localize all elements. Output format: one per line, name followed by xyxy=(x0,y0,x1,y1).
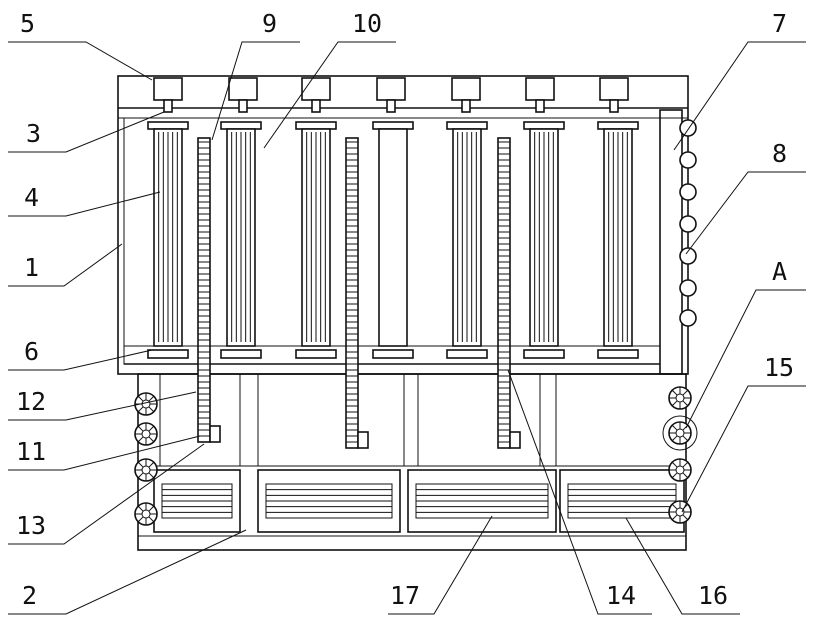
motor-7 xyxy=(600,78,628,100)
motor-5 xyxy=(452,78,480,100)
roller-bottom-cap-3 xyxy=(296,350,336,358)
roller-top-cap-7 xyxy=(598,122,638,129)
roller-bottom-cap-2 xyxy=(221,350,261,358)
label-1: 1 xyxy=(24,253,39,282)
roller-bottom-cap-5 xyxy=(447,350,487,358)
leader-5 xyxy=(8,42,152,80)
label-8: 8 xyxy=(772,139,787,168)
motor-2 xyxy=(229,78,257,100)
roller-4 xyxy=(379,129,407,346)
label-14: 14 xyxy=(606,581,636,610)
motor-shaft-4 xyxy=(387,100,395,112)
roller-top-cap-2 xyxy=(221,122,261,129)
motor-6 xyxy=(526,78,554,100)
roller-top-cap-6 xyxy=(524,122,564,129)
motor-shaft-6 xyxy=(536,100,544,112)
label-4: 4 xyxy=(24,183,39,212)
leader-15 xyxy=(682,386,806,512)
rack-nut-1 xyxy=(210,426,220,442)
label-11: 11 xyxy=(16,437,46,466)
motor-1 xyxy=(154,78,182,100)
rollers xyxy=(148,122,638,358)
label-5: 5 xyxy=(20,9,35,38)
side-strip xyxy=(660,110,682,374)
side-ball-4 xyxy=(680,216,696,232)
label-17: 17 xyxy=(390,581,420,610)
roller-top-cap-4 xyxy=(373,122,413,129)
label-15: 15 xyxy=(764,353,794,382)
motors xyxy=(154,78,628,112)
motor-shaft-2 xyxy=(239,100,247,112)
motor-shaft-5 xyxy=(462,100,470,112)
roller-bottom-cap-7 xyxy=(598,350,638,358)
label-13: 13 xyxy=(16,511,46,540)
motor-shaft-7 xyxy=(610,100,618,112)
label-3: 3 xyxy=(26,119,41,148)
side-ball-1 xyxy=(680,120,696,136)
roller-bottom-cap-6 xyxy=(524,350,564,358)
rack-nut-2 xyxy=(358,432,368,448)
roller-top-cap-5 xyxy=(447,122,487,129)
motor-3 xyxy=(302,78,330,100)
side-ball-5 xyxy=(680,248,696,264)
leader-8 xyxy=(686,172,806,254)
label-6: 6 xyxy=(24,337,39,366)
motor-shaft-3 xyxy=(312,100,320,112)
side-ball-6 xyxy=(680,280,696,296)
label-a: A xyxy=(772,257,787,286)
side-ball-7 xyxy=(680,310,696,326)
side-ball-3 xyxy=(680,184,696,200)
roller-bottom-cap-4 xyxy=(373,350,413,358)
side-ball-2 xyxy=(680,152,696,168)
label-9: 9 xyxy=(262,9,277,38)
label-12: 12 xyxy=(16,387,46,416)
rack-nut-3 xyxy=(510,432,520,448)
leader-2 xyxy=(8,530,246,614)
motor-shaft-1 xyxy=(164,100,172,112)
label-16: 16 xyxy=(698,581,728,610)
roller-top-cap-3 xyxy=(296,122,336,129)
label-2: 2 xyxy=(22,581,37,610)
roller-bottom-cap-1 xyxy=(148,350,188,358)
motor-4 xyxy=(377,78,405,100)
roller-top-cap-1 xyxy=(148,122,188,129)
label-10: 10 xyxy=(352,9,382,38)
label-7: 7 xyxy=(772,9,787,38)
filters xyxy=(154,470,684,532)
